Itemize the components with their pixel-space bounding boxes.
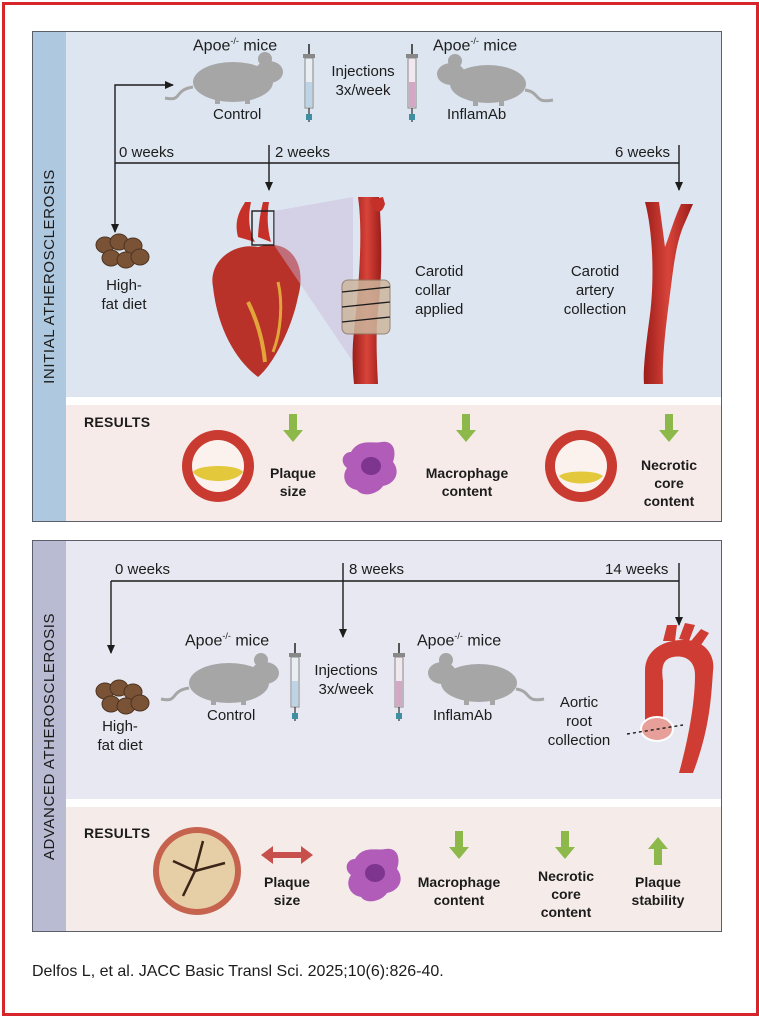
advanced-illustrations — [95, 563, 714, 915]
carotid-collar-artery-icon — [341, 197, 391, 384]
advanced-macrophage-icon — [346, 848, 401, 902]
initial-panel: INITIAL ATHEROSCLEROSIS — [32, 31, 722, 522]
initial-result-arrow-1 — [283, 414, 303, 442]
advanced-protocol-area — [66, 541, 721, 799]
initial-macrophage-icon — [342, 441, 397, 495]
initial-week-2: 2 weeks — [275, 144, 331, 161]
initial-control-mouse-title: Apoe-/- mice — [193, 36, 278, 55]
citation: Delfos L, et al. JACC Basic Transl Sci. … — [32, 963, 444, 980]
initial-sidebar: INITIAL ATHEROSCLEROSIS — [33, 32, 66, 521]
initial-separator — [66, 397, 721, 405]
advanced-treatment-label: InflamAb — [433, 707, 493, 724]
advanced-result-arrow-2 — [449, 831, 469, 859]
advanced-timeline — [107, 563, 683, 654]
advanced-high-fat-diet-icon — [95, 679, 150, 715]
initial-week-0: 0 weeks — [119, 144, 175, 161]
initial-treatment-label: InflamAb — [447, 106, 507, 123]
treatment-mouse-icon — [437, 54, 554, 106]
initial-result-arrows — [283, 414, 679, 442]
advanced-week-8: 8 weeks — [349, 561, 405, 578]
advanced-control-mouse-title: Apoe-/- mice — [185, 631, 270, 650]
initial-result-arrow-2 — [456, 414, 476, 442]
advanced-control-label: Control — [207, 707, 256, 724]
high-fat-diet-icon — [95, 233, 150, 269]
initial-protocol-area — [66, 32, 721, 397]
initial-diet-label: High-fat diet — [101, 277, 147, 313]
initial-necrotic-core-icon — [545, 430, 617, 502]
advanced-treatment-syringe-icon — [393, 643, 405, 721]
advanced-result-arrows — [261, 831, 668, 865]
advanced-control-mouse-icon — [160, 653, 279, 705]
advanced-separator — [66, 799, 721, 807]
advanced-week-0: 0 weeks — [115, 561, 171, 578]
advanced-result-arrow-4 — [648, 837, 668, 865]
advanced-treatment-mouse-title: Apoe-/- mice — [417, 631, 502, 650]
initial-week-6: 6 weeks — [615, 144, 671, 161]
advanced-treatment-mouse-icon — [428, 653, 545, 705]
control-syringe-icon — [303, 44, 315, 122]
advanced-panel: ADVANCED ATHEROSCLEROSIS — [32, 540, 722, 932]
treatment-syringe-icon — [406, 44, 418, 122]
initial-treatment-mouse-title: Apoe-/- mice — [433, 36, 518, 55]
initial-timeline — [111, 81, 683, 233]
advanced-sidebar: ADVANCED ATHEROSCLEROSIS — [33, 541, 66, 931]
initial-results-title: RESULTS — [84, 414, 151, 430]
control-mouse-icon — [164, 52, 283, 104]
advanced-result-arrow-1 — [261, 846, 313, 864]
advanced-results-title: RESULTS — [84, 825, 151, 841]
advanced-control-syringe-icon — [289, 643, 301, 721]
initial-control-label: Control — [213, 106, 262, 123]
advanced-diet-label: High-fat diet — [97, 718, 143, 754]
advanced-result-arrow-3 — [555, 831, 575, 859]
carotid-artery-collection-icon — [643, 202, 693, 384]
heart-icon — [212, 197, 353, 377]
initial-result-arrow-3 — [659, 414, 679, 442]
initial-plaque-size-icon — [182, 430, 254, 502]
advanced-week-14: 14 weeks — [605, 561, 669, 578]
initial-illustrations — [95, 44, 693, 502]
advanced-plaque-cross-section-icon — [153, 827, 241, 915]
aortic-root-icon — [626, 623, 714, 773]
